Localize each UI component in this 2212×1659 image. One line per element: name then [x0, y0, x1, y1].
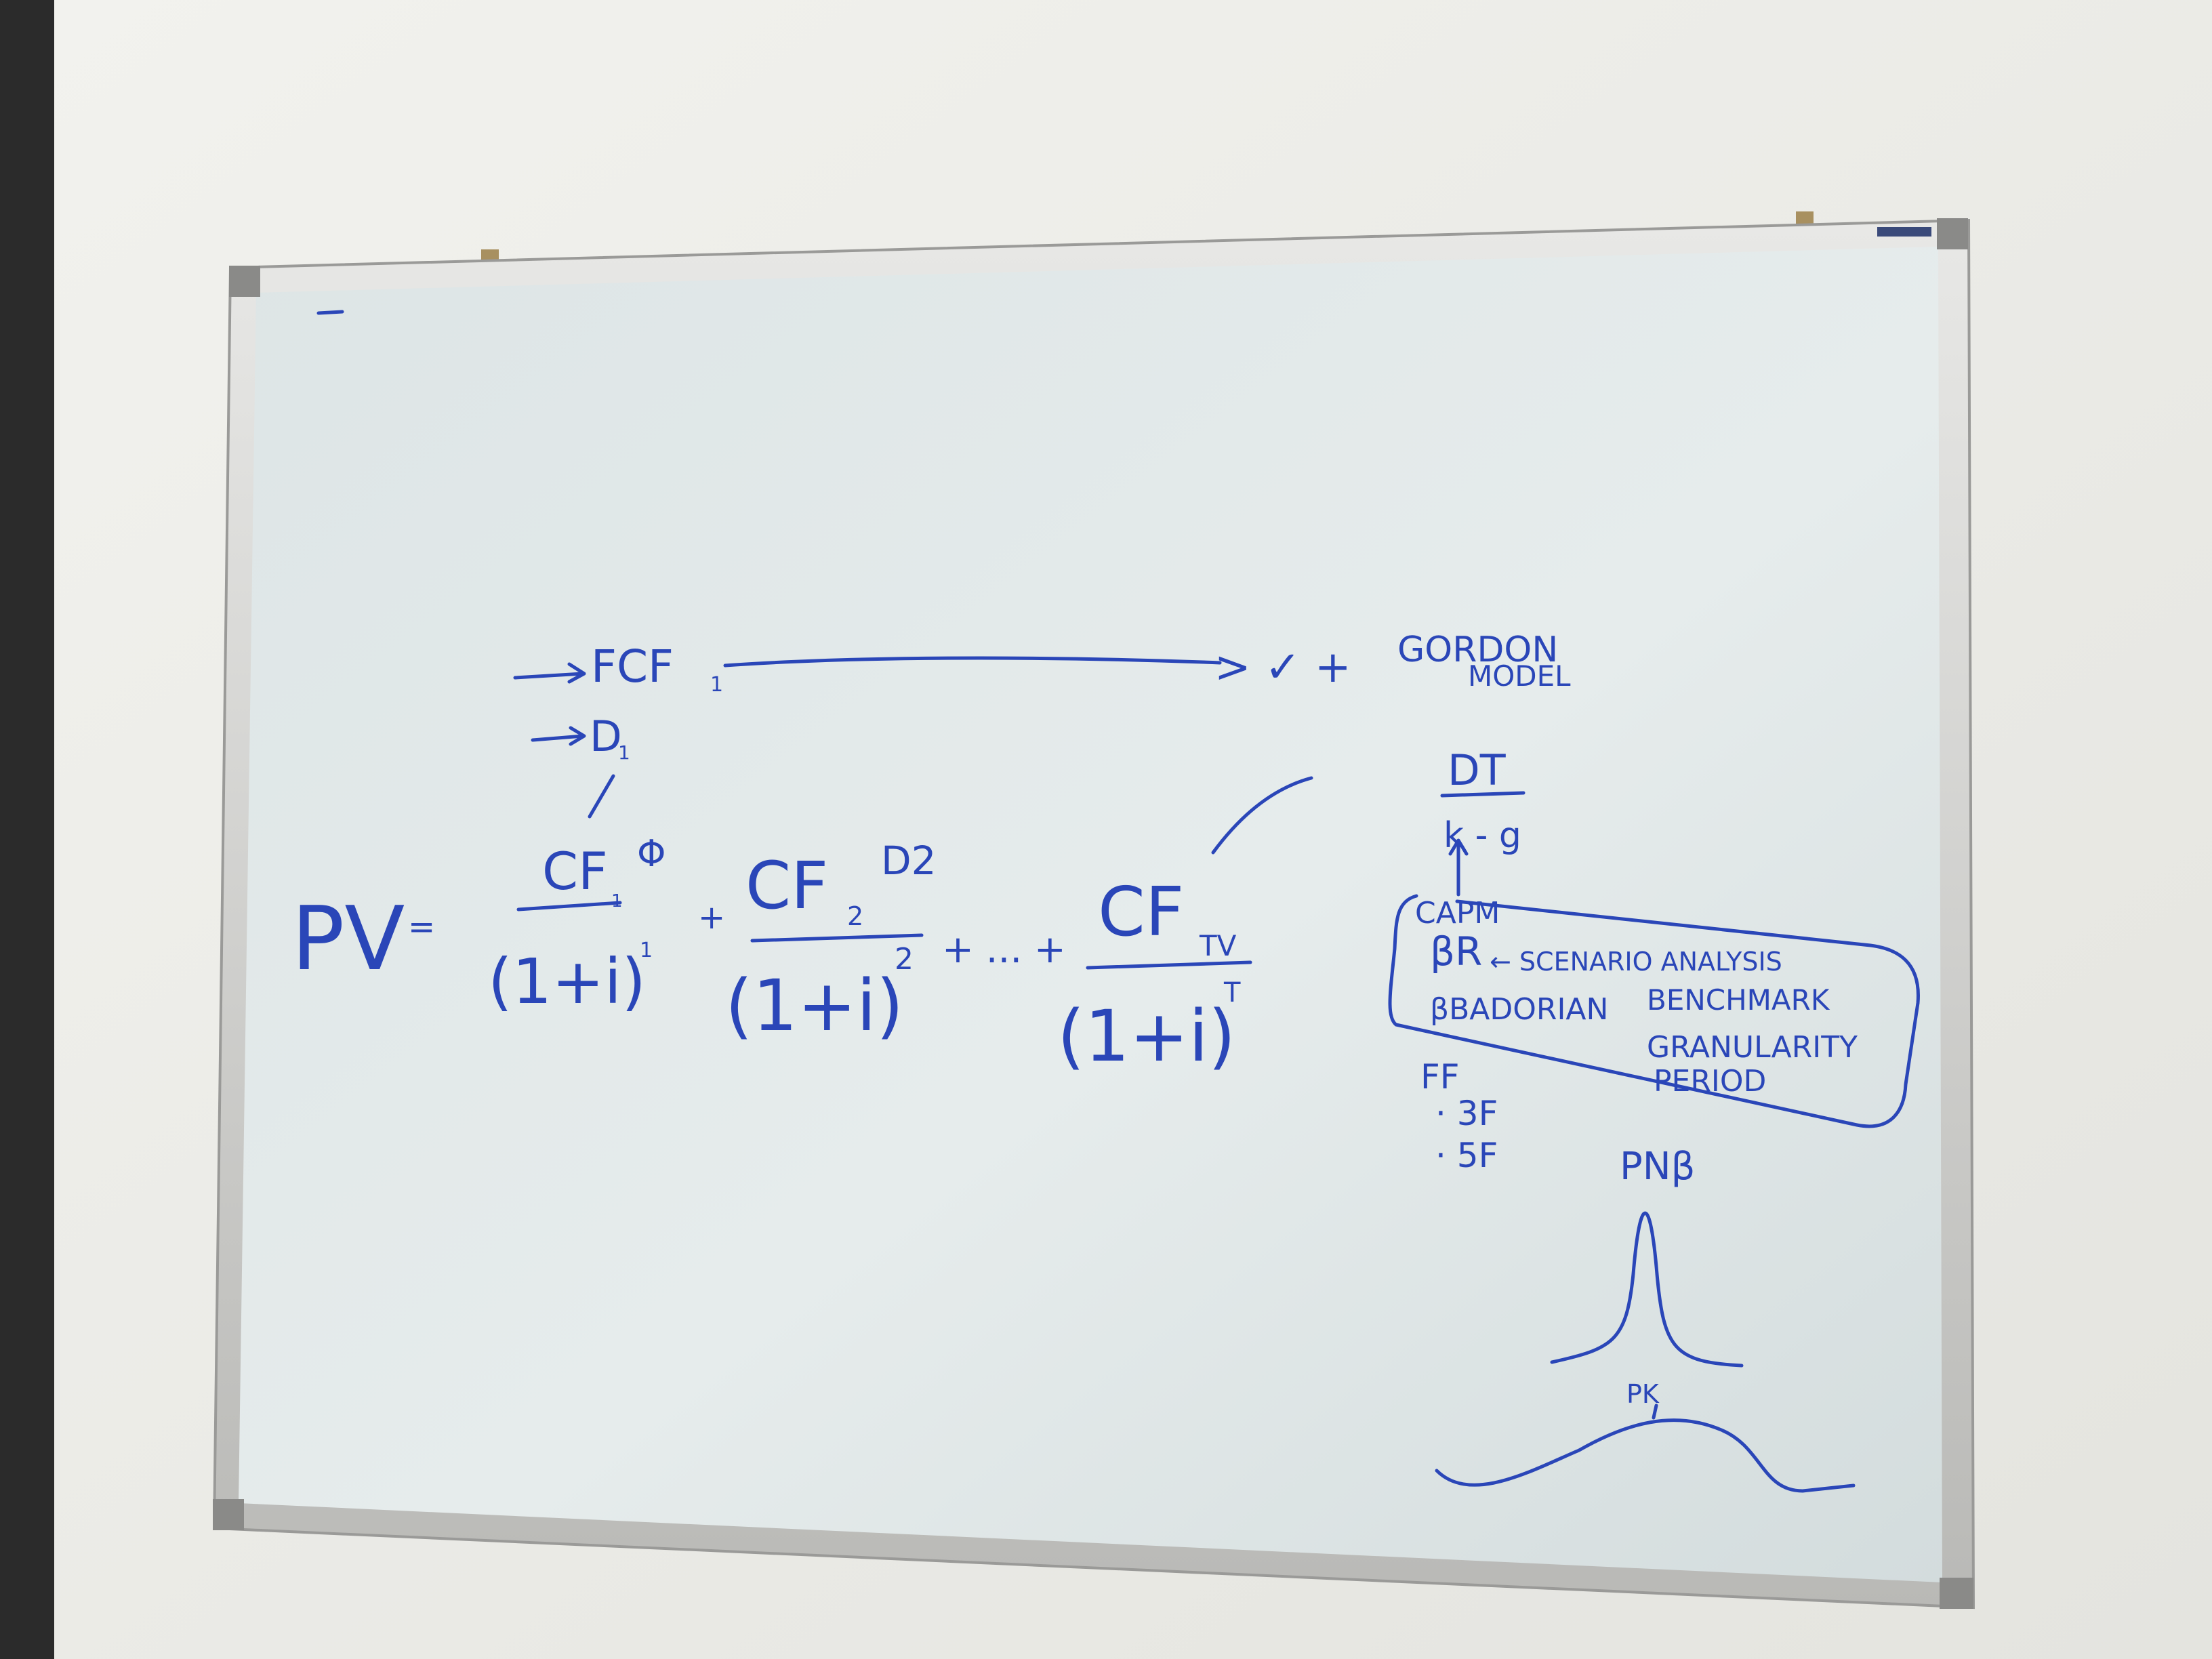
note-equals: =	[408, 908, 435, 946]
frame-corner-top-right	[1937, 218, 1968, 249]
note-beta-bayes: βBADORIAN	[1430, 992, 1608, 1027]
pk-tick	[1652, 1404, 1658, 1420]
fraction-bar-3	[1086, 960, 1252, 970]
term1-numerator-sub: 1	[611, 891, 623, 912]
term1-denominator: (1+i)	[488, 945, 646, 1018]
wall-hook-right	[1796, 211, 1814, 224]
term3-numerator: CF	[1098, 872, 1184, 951]
note-ff-5f: · 5F	[1435, 1136, 1498, 1175]
note-capm: CAPM	[1415, 896, 1500, 930]
term3-denominator: (1+i)	[1057, 995, 1235, 1078]
term2-denominator: (1+i)	[725, 964, 903, 1047]
slash-right	[1211, 776, 1313, 855]
note-gordon: GORDON	[1397, 630, 1558, 670]
frame-corner-bottom-left	[213, 1499, 244, 1530]
capm-box	[1388, 894, 1920, 1128]
marker-strokes	[316, 310, 1920, 1493]
term1-denominator-exp: 1	[640, 939, 653, 962]
door-frame-edge	[0, 0, 54, 1659]
long-arrow-icon	[723, 656, 1222, 668]
note-benchmark: BENCHMARK	[1647, 983, 1830, 1017]
term2-numerator: CF	[745, 848, 828, 924]
note-pn-beta: PNβ	[1620, 1145, 1695, 1189]
slash-left	[588, 774, 615, 819]
term3-denominator-exp: T	[1223, 977, 1241, 1008]
note-d-sub: 1	[618, 741, 630, 764]
frame-corner-bottom-right	[1940, 1578, 1973, 1609]
frame-corner-top-left	[229, 266, 260, 297]
note-model: MODEL	[1468, 659, 1571, 693]
fraction-bar-2	[750, 933, 924, 943]
note-fcf: FCF	[591, 640, 674, 693]
fraction-bar-1	[516, 901, 622, 912]
note-fcf-sub: 1	[710, 673, 723, 697]
arrow-fcf-icon	[513, 662, 586, 684]
note-beta-r: βR	[1430, 928, 1482, 975]
peaked-distribution-curve	[1550, 1211, 1744, 1368]
note-arrow-check: > ✓ +	[1214, 642, 1351, 693]
gordon-numerator: DT	[1448, 745, 1507, 795]
capm-up-arrow-icon	[1448, 838, 1469, 897]
term3-numerator-sub: TV	[1199, 929, 1237, 962]
plus-1: +	[698, 899, 725, 937]
brand-sticker	[1877, 227, 1931, 237]
note-ff: FF	[1420, 1057, 1460, 1097]
note-d: D	[590, 712, 622, 761]
plus-dots: + ... +	[942, 928, 1066, 972]
flat-distribution-curve	[1435, 1418, 1856, 1493]
term1-superscript: Φ	[637, 832, 666, 875]
gordon-fraction-bar	[1440, 791, 1525, 798]
term2-denominator-exp: 2	[895, 942, 914, 977]
gordon-denominator: k - g	[1443, 815, 1521, 856]
note-granularity: GRANULARITY	[1647, 1030, 1858, 1065]
board-surface	[239, 247, 1942, 1582]
note-scenario-analysis: ← SCENARIO ANALYSIS	[1490, 947, 1782, 977]
note-ff-3f: · 3F	[1435, 1094, 1498, 1133]
arrow-d-icon	[531, 726, 586, 746]
handwritten-notes: FCF 1 D 1 > ✓ + GORDON MODEL PV = CF 1 Φ…	[291, 630, 1858, 1409]
term2-numerator-sub: 2	[847, 901, 863, 931]
term2-superscript: D2	[881, 838, 937, 884]
term1-numerator: CF	[542, 841, 608, 901]
note-period: PERIOD	[1654, 1064, 1766, 1099]
note-pk: PK	[1626, 1379, 1660, 1409]
wall-hook-left	[481, 249, 499, 262]
stray-dash	[316, 310, 344, 315]
note-pv: PV	[291, 887, 405, 990]
